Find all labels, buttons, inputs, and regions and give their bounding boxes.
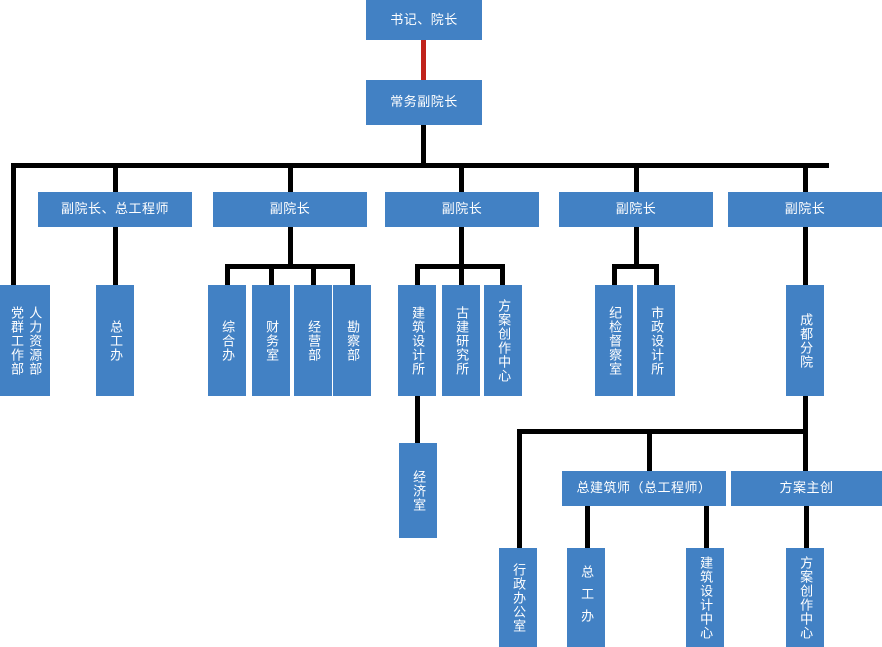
connector-chief-arch-to-ceo bbox=[585, 505, 590, 549]
connector-chengdu-down bbox=[803, 396, 808, 432]
node-branch-scheme-creation-center[interactable]: 方案创作中心 bbox=[786, 548, 824, 647]
node-survey-dept[interactable]: 勘察部 bbox=[333, 285, 371, 396]
node-party-mass-work-dept-label: 党群工作部 bbox=[9, 305, 24, 376]
node-operations-dept[interactable]: 经营部 bbox=[294, 285, 332, 396]
connector-vd2-bus bbox=[225, 264, 355, 269]
connector-scheme-chief-to-center bbox=[804, 505, 809, 549]
node-vice-dean-5[interactable]: 副院长 bbox=[728, 192, 882, 227]
node-hr-and-party-dept[interactable]: 人力资源部 党群工作部 bbox=[0, 285, 50, 396]
connector-vd2-drop-1 bbox=[225, 264, 230, 285]
node-branch-architectural-design-center[interactable]: 建筑设计中心 bbox=[686, 548, 724, 647]
node-secretary-dean[interactable]: 书记、院长 bbox=[366, 0, 482, 40]
connector-vd2-drop-2 bbox=[269, 264, 274, 285]
node-vice-dean-chief-engineer[interactable]: 副院长、总工程师 bbox=[38, 192, 192, 227]
connector-dean-to-exec bbox=[421, 39, 426, 81]
connector-main-bus bbox=[11, 163, 829, 168]
connector-vd1-to-chief-eng-office bbox=[113, 226, 118, 285]
connector-vd2-drop-3 bbox=[311, 264, 316, 285]
connector-vd3-drop-2 bbox=[459, 264, 464, 285]
node-general-office[interactable]: 综合办 bbox=[208, 285, 246, 396]
connector-bus-to-vice-dean-1 bbox=[113, 163, 118, 192]
connector-vd2-drop-4 bbox=[350, 264, 355, 285]
connector-bus-to-vice-dean-2 bbox=[288, 163, 293, 192]
connector-vd4-bus bbox=[612, 264, 659, 269]
connector-chengdu-drop-chief-arch bbox=[647, 429, 652, 472]
node-architectural-design-institute[interactable]: 建筑设计所 bbox=[398, 285, 436, 396]
connector-bus-to-vice-dean-3 bbox=[459, 163, 464, 192]
node-administrative-office[interactable]: 行政办公室 bbox=[499, 548, 537, 647]
connector-vd3-drop-1 bbox=[415, 264, 420, 285]
node-vice-dean-4[interactable]: 副院长 bbox=[559, 192, 713, 227]
connector-vd4-drop-1 bbox=[612, 264, 617, 285]
connector-chief-arch-to-design-center bbox=[704, 505, 709, 549]
node-scheme-creation-center[interactable]: 方案创作中心 bbox=[484, 285, 522, 396]
node-hr-dept-label: 人力资源部 bbox=[27, 305, 43, 376]
connector-vd5-to-chengdu bbox=[803, 226, 808, 285]
node-finance-office[interactable]: 财务室 bbox=[252, 285, 290, 396]
node-municipal-design-institute[interactable]: 市政设计所 bbox=[637, 285, 675, 396]
node-vice-dean-3[interactable]: 副院长 bbox=[385, 192, 539, 227]
node-branch-chief-engineer-office[interactable]: 总工办 bbox=[567, 548, 605, 647]
connector-vd2-down bbox=[288, 226, 293, 266]
connector-chengdu-bus bbox=[517, 429, 808, 434]
connector-arch-inst-to-econ-office bbox=[415, 396, 420, 444]
connector-bus-to-vice-dean-5 bbox=[803, 163, 808, 192]
node-chengdu-branch[interactable]: 成都分院 bbox=[786, 285, 824, 396]
node-vice-dean-2[interactable]: 副院长 bbox=[213, 192, 367, 227]
connector-bus-to-hr bbox=[11, 163, 16, 285]
connector-vd4-drop-2 bbox=[654, 264, 659, 285]
connector-exec-down bbox=[421, 125, 426, 165]
connector-vd3-down bbox=[459, 226, 464, 266]
connector-vd3-drop-3 bbox=[500, 264, 505, 285]
node-chief-engineer-office[interactable]: 总工办 bbox=[96, 285, 134, 396]
node-chief-architect[interactable]: 总建筑师（总工程师） bbox=[562, 471, 726, 506]
node-ancient-architecture-research-institute[interactable]: 古建研究所 bbox=[442, 285, 480, 396]
node-executive-vice-dean[interactable]: 常务副院长 bbox=[366, 80, 482, 125]
connector-bus-to-vice-dean-4 bbox=[634, 163, 639, 192]
node-discipline-inspection-office[interactable]: 纪检督察室 bbox=[595, 285, 633, 396]
node-economics-office[interactable]: 经济室 bbox=[399, 443, 437, 538]
node-scheme-chief-designer[interactable]: 方案主创 bbox=[731, 471, 882, 506]
connector-vd4-down bbox=[634, 226, 639, 266]
connector-chengdu-drop-admin bbox=[517, 429, 522, 559]
connector-chengdu-drop-scheme-chief bbox=[803, 429, 808, 472]
